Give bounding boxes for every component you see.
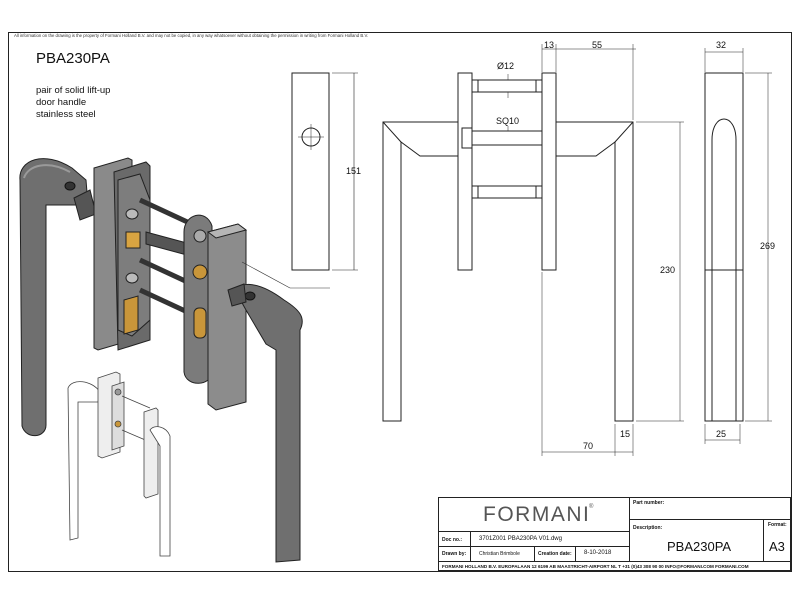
label-column bbox=[439, 532, 471, 561]
description-value: PBA230PA bbox=[667, 539, 732, 554]
dim-sq10: SQ10 bbox=[496, 116, 520, 126]
company-footer: FORMANI HOLLAND B.V. EUROPALAAN 12 6199 … bbox=[439, 561, 790, 571]
plate-front-view bbox=[291, 72, 358, 271]
description-line: pair of solid lift-up bbox=[36, 85, 111, 96]
drawn-by-divider bbox=[534, 547, 535, 561]
doc-no-cell bbox=[439, 532, 630, 547]
dim-55: 55 bbox=[592, 40, 603, 50]
logo-cell bbox=[439, 498, 630, 532]
description-line: door handle bbox=[36, 97, 87, 108]
description-label: Description: bbox=[633, 525, 663, 531]
product-code-heading: PBA230PA bbox=[36, 50, 110, 67]
drawn-by-cell bbox=[439, 547, 630, 561]
format-label: Format: bbox=[768, 522, 787, 528]
creation-date-value: 8-10-2018 bbox=[584, 550, 612, 556]
date-divider bbox=[575, 547, 576, 561]
handle-side-view bbox=[382, 44, 684, 456]
format-value: A3 bbox=[769, 539, 785, 554]
title-block: FORMANI ® Part number: Description: PBA2… bbox=[438, 497, 792, 571]
dim-70: 70 bbox=[583, 441, 594, 451]
dim-269: 269 bbox=[760, 241, 776, 251]
description-line: stainless steel bbox=[36, 109, 96, 120]
creation-date-label: Creation date: bbox=[538, 551, 572, 557]
isometric-outline-small bbox=[67, 371, 171, 557]
part-number-cell bbox=[630, 498, 792, 520]
part-number-label: Part number: bbox=[633, 500, 665, 506]
drawn-by-value: Christian Brimbole bbox=[479, 551, 520, 557]
drawn-by-label: Drawn by: bbox=[442, 551, 467, 557]
isometric-handle-set bbox=[19, 157, 330, 563]
dim-phi12: Ø12 bbox=[497, 61, 515, 71]
dim-13: 13 bbox=[544, 40, 555, 50]
product-description: pair of solid lift-up door handle stainl… bbox=[36, 85, 110, 121]
dim-25: 25 bbox=[716, 429, 727, 439]
handle-end-view bbox=[704, 48, 772, 444]
copyright-notice: All information on the drawing is the pr… bbox=[14, 33, 369, 38]
description-cell bbox=[630, 520, 764, 561]
drawing-sheet-border bbox=[8, 32, 792, 572]
dim-15: 15 bbox=[620, 429, 631, 439]
dim-32: 32 bbox=[716, 40, 727, 50]
doc-no-value: 3701Z001 PBA230PA V01.dwg bbox=[479, 536, 562, 542]
dim-230: 230 bbox=[660, 265, 676, 275]
formani-logo: FORMANI bbox=[483, 503, 591, 526]
dim-151: 151 bbox=[346, 166, 362, 176]
doc-no-label: Doc no.: bbox=[442, 537, 462, 543]
logo-registered-mark: ® bbox=[589, 504, 594, 510]
